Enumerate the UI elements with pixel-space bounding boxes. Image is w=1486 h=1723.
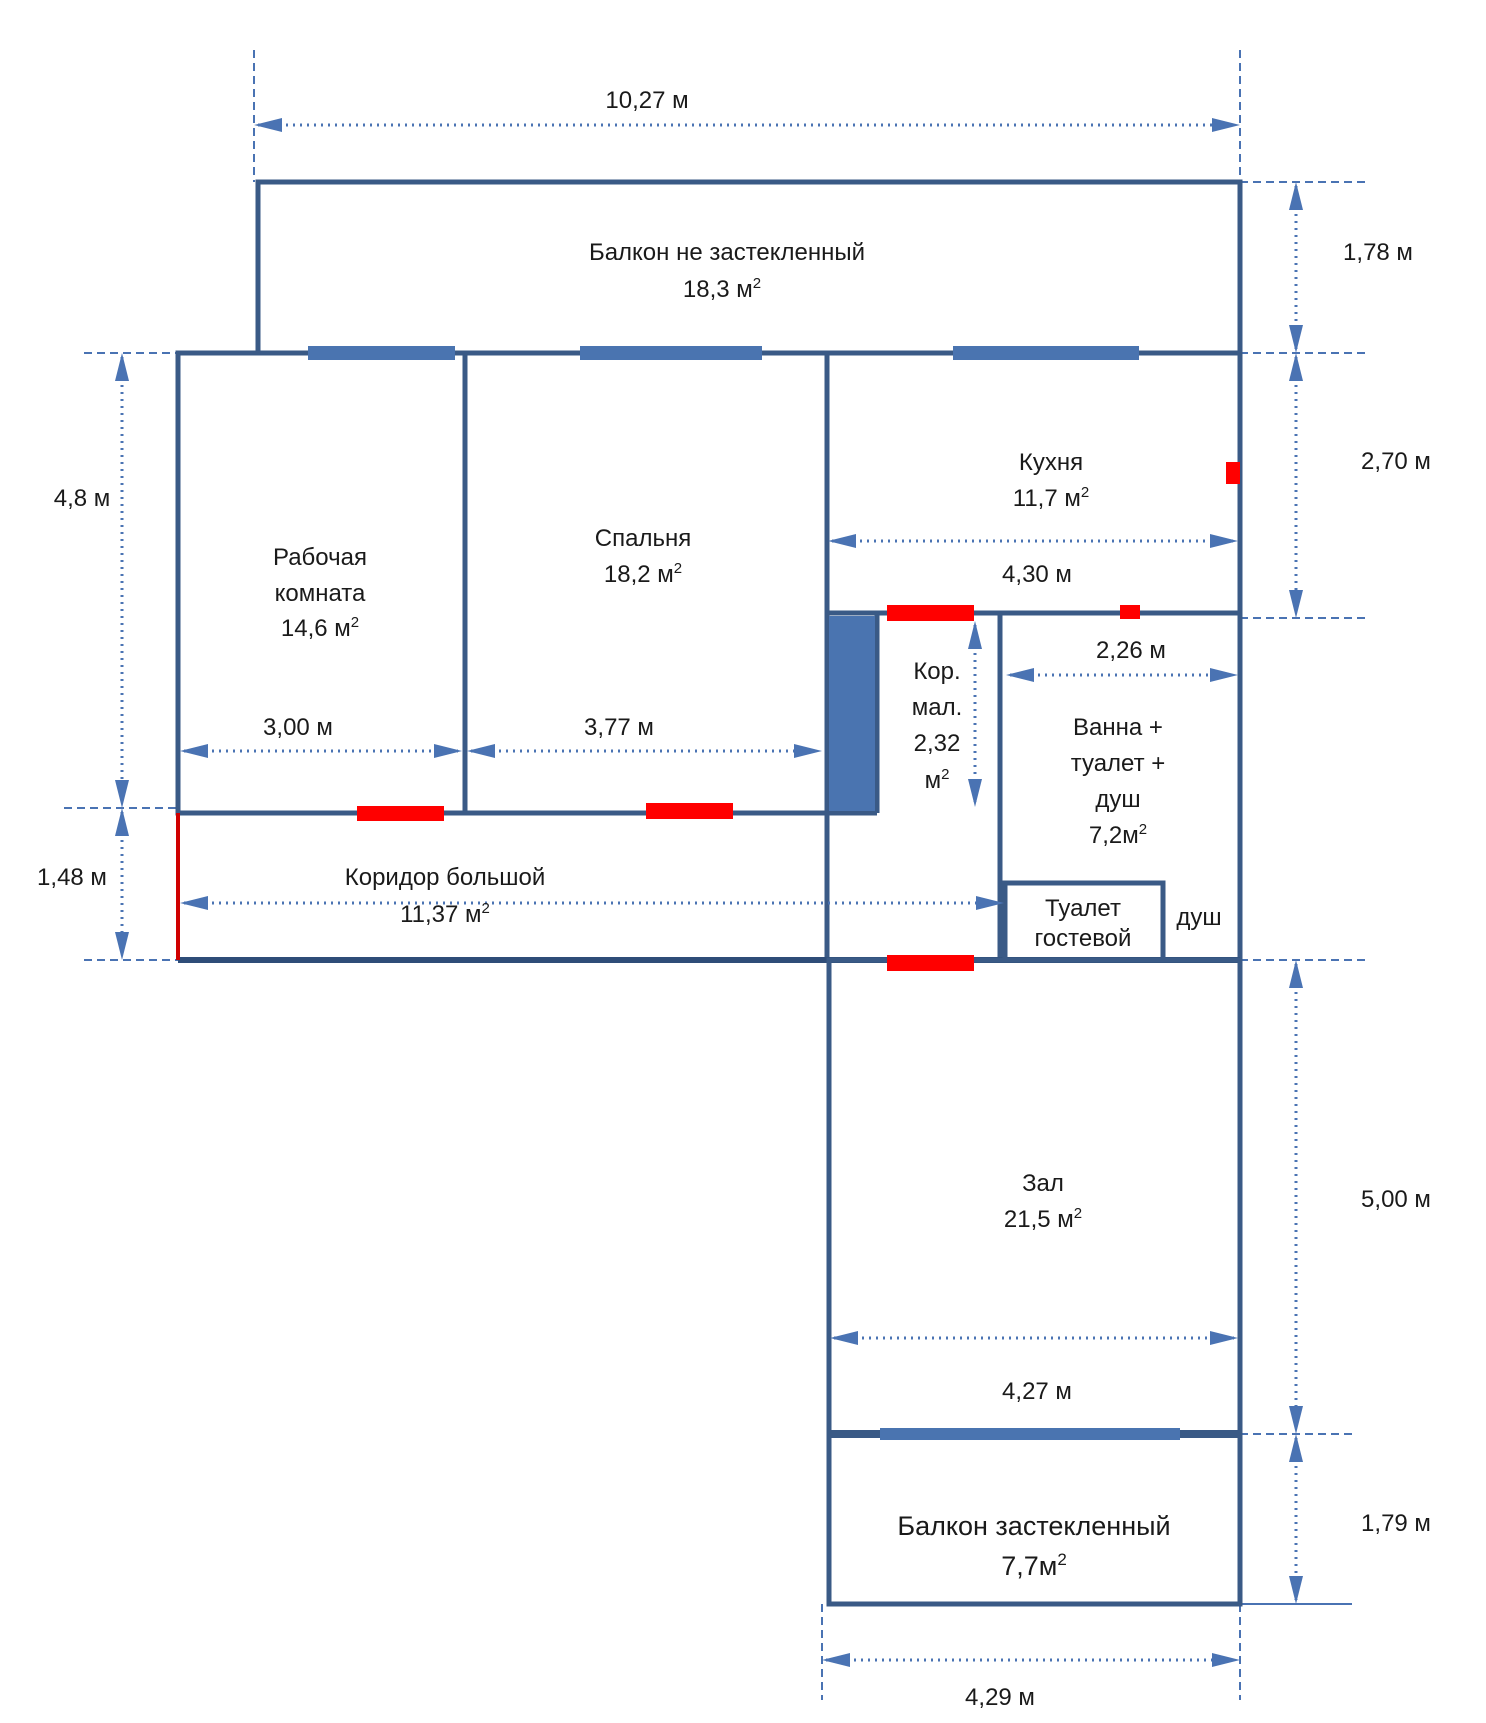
dim-left-rooms-height: 4,8 м (54, 485, 111, 512)
dim-total-width: 10,27 м (605, 87, 688, 114)
room-area-study: 14,6 м2 (281, 614, 359, 642)
window-kitchen (953, 346, 1139, 360)
window-study (308, 346, 455, 360)
room-name-bedroom: Спальня (595, 525, 691, 552)
dim-glazed-balcony-height: 1,79 м (1361, 1510, 1431, 1537)
room-name-big-corridor: Коридор большой (345, 864, 546, 891)
room-area-glazed-balcony: 7,7м2 (1001, 1550, 1067, 1581)
dim-glazed-balcony-width: 4,29 м (965, 1684, 1035, 1711)
open-balcony-outline (255, 179, 1243, 356)
room-small-corridor-line1: Кор. (913, 658, 960, 685)
dimension-lines (115, 118, 1303, 1667)
room-guest-toilet-line2: гостевой (1035, 925, 1132, 952)
door-kitchen (887, 605, 974, 621)
room-area-open-balcony: 18,3 м2 (683, 275, 761, 303)
room-area-big-corridor: 11,37 м2 (400, 900, 490, 928)
dim-hall-height: 5,00 м (1361, 1186, 1431, 1213)
kitchen-wall-marker (1226, 462, 1240, 484)
door-kitchen-marker (1120, 605, 1140, 619)
dim-balcony-top-height: 1,78 м (1343, 239, 1413, 266)
door-hall (887, 955, 974, 971)
doors (357, 462, 1240, 971)
dim-study-width: 3,00 м (263, 714, 333, 741)
room-area-bedroom: 18,2 м2 (604, 560, 682, 588)
dim-big-corridor-height: 1,48 м (37, 864, 107, 891)
room-small-corridor-line2: мал. (912, 694, 963, 721)
built-in-wardrobe (829, 616, 875, 811)
dim-bathroom-width: 2,26 м (1096, 637, 1166, 664)
room-small-corridor-line4: м2 (925, 766, 950, 794)
room-name-hall: Зал (1022, 1170, 1064, 1197)
room-name-study-line2: комната (275, 580, 366, 607)
dimension-labels: 10,27 м 1,78 м 2,70 м 4,8 м 1,48 м 5,00 … (37, 87, 1431, 1711)
windows (308, 346, 1180, 1440)
dim-kitchen-width: 4,30 м (1002, 561, 1072, 588)
room-labels: Балкон не застекленный 18,3 м2 Рабочая к… (273, 239, 1222, 1581)
door-study (357, 806, 444, 821)
room-name-glazed-balcony: Балкон застекленный (897, 1511, 1170, 1541)
dim-kitchen-height: 2,70 м (1361, 448, 1431, 475)
room-guest-toilet-line1: Туалет (1045, 895, 1121, 922)
room-bathroom-line1: Ванна + (1073, 714, 1163, 741)
room-area-hall: 21,5 м2 (1004, 1205, 1082, 1233)
room-name-kitchen: Кухня (1019, 449, 1083, 476)
dim-bedroom-width: 3,77 м (584, 714, 654, 741)
window-hall (880, 1428, 1180, 1440)
room-area-kitchen: 11,7 м2 (1013, 484, 1089, 512)
window-bedroom (580, 346, 762, 360)
room-bathroom-line3: душ (1095, 786, 1140, 813)
room-bathroom-line2: туалет + (1071, 750, 1166, 777)
room-name-open-balcony: Балкон не застекленный (589, 239, 865, 266)
walls (175, 179, 1243, 1607)
hall-outline (826, 957, 1243, 1437)
room-area-bathroom: 7,2м2 (1089, 821, 1147, 849)
dim-hall-width: 4,27 м (1002, 1378, 1072, 1405)
room-small-corridor-line3: 2,32 (914, 730, 961, 757)
room-shower: душ (1176, 904, 1221, 931)
room-name-study-line1: Рабочая (273, 544, 367, 571)
door-bedroom (646, 803, 733, 819)
